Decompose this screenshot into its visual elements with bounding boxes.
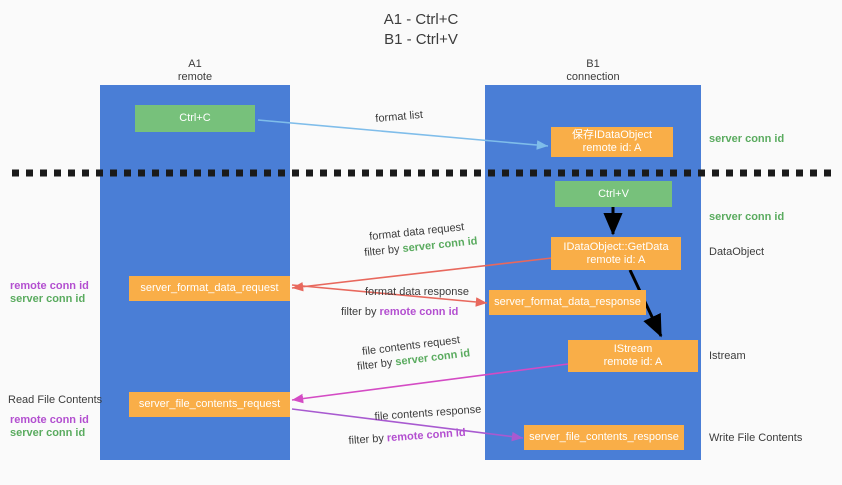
- left-label-read-file-contents: Read File Contents: [8, 394, 103, 406]
- left-label-server-conn-id-upper: server conn id: [10, 293, 86, 305]
- node-istream[interactable]: IStream remote id: A: [568, 340, 698, 372]
- lane-header-a1: A1 remote: [177, 58, 213, 83]
- right-label-write-file-contents: Write File Contents: [709, 432, 803, 444]
- node-idataobject-getdata[interactable]: IDataObject::GetData remote id: A: [551, 237, 681, 270]
- filter-prefix: filter by: [341, 306, 380, 318]
- node-save-idataobject[interactable]: 保存IDataObject remote id: A: [551, 127, 673, 157]
- edge-label-format-data-response-filter: filter by remote conn id: [341, 305, 458, 319]
- right-label-server-conn-id-top: server conn id: [709, 133, 785, 145]
- right-label-server-conn-id-mid: server conn id: [709, 211, 785, 223]
- node-server-format-data-request[interactable]: server_format_data_request: [129, 276, 290, 301]
- node-server-file-contents-response[interactable]: server_file_contents_response: [524, 425, 684, 450]
- filter-key-remote-conn-id: remote conn id: [386, 426, 467, 445]
- page-title: A1 - Ctrl+C B1 - Ctrl+V: [383, 11, 459, 48]
- right-label-dataobject: DataObject: [709, 246, 765, 258]
- filter-prefix: filter by: [363, 243, 404, 260]
- left-label-remote-conn-id-lower: remote conn id: [10, 414, 89, 426]
- edge-label-format-list: format list: [374, 108, 424, 126]
- edge-label-format-data-response: format data response: [365, 286, 469, 298]
- filter-prefix: filter by: [356, 356, 397, 374]
- lane-header-b1: B1 connection: [566, 58, 620, 83]
- node-server-format-data-response[interactable]: server_format_data_response: [489, 290, 646, 315]
- node-server-file-contents-request[interactable]: server_file_contents_request: [129, 392, 290, 417]
- filter-prefix: filter by: [348, 432, 388, 448]
- node-ctrl-c[interactable]: Ctrl+C: [135, 105, 255, 132]
- node-ctrl-v[interactable]: Ctrl+V: [555, 181, 672, 207]
- left-label-remote-conn-id-upper: remote conn id: [10, 280, 89, 292]
- left-label-server-conn-id-lower: server conn id: [10, 427, 86, 439]
- edge-label-file-contents-response-filter: filter by remote conn id: [348, 426, 466, 448]
- filter-key-remote-conn-id: remote conn id: [379, 306, 459, 318]
- right-label-istream: Istream: [709, 350, 746, 362]
- edge-label-file-contents-response: file contents response: [374, 403, 482, 424]
